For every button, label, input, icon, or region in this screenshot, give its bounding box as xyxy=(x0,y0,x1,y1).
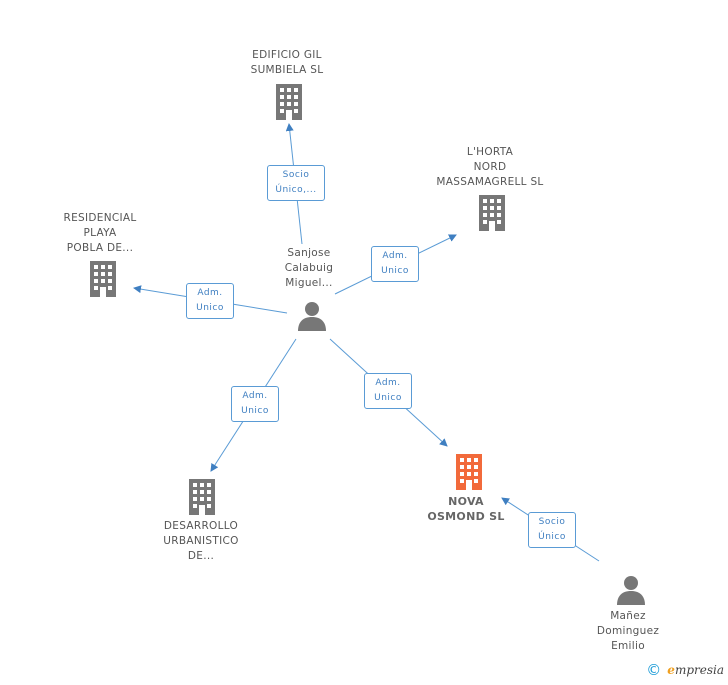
building-icon-highlighted[interactable] xyxy=(453,454,485,490)
node-nova-label[interactable]: NOVA OSMOND SL xyxy=(427,495,505,523)
edge-label-nova[interactable]: Adm. Unico xyxy=(364,373,412,409)
edge-label-edificio[interactable]: Socio Único,... xyxy=(267,165,325,201)
node-residencial-label[interactable]: RESIDENCIAL PLAYA POBLA DE... xyxy=(63,212,137,254)
building-icon[interactable] xyxy=(476,195,508,231)
edge-label-lhorta[interactable]: Adm. Unico xyxy=(371,246,419,282)
node-lhorta-label[interactable]: L'HORTA NORD MASSAMAGRELL SL xyxy=(436,146,544,188)
empresia-logo: empresia xyxy=(667,663,724,677)
node-edificio-label[interactable]: EDIFICIO GIL SUMBIELA SL xyxy=(250,49,324,76)
building-icon[interactable] xyxy=(186,479,218,515)
node-manez-label[interactable]: Mañez Dominguez Emilio xyxy=(596,610,660,652)
person-icon[interactable] xyxy=(615,574,647,606)
edge-label-residencial[interactable]: Adm. Unico xyxy=(186,283,234,319)
copyright-icon: © xyxy=(646,661,662,679)
person-icon[interactable] xyxy=(296,300,328,332)
building-icon[interactable] xyxy=(273,84,305,120)
footer-brand: © empresia xyxy=(646,661,724,679)
node-desarrollo-label[interactable]: DESARROLLO URBANISTICO DE... xyxy=(163,520,239,562)
edge-label-manez-nova[interactable]: Socio Único xyxy=(528,512,576,548)
building-icon[interactable] xyxy=(87,261,119,297)
edge-label-desarrollo[interactable]: Adm. Unico xyxy=(231,386,279,422)
node-sanjose-label[interactable]: Sanjose Calabuig Miguel... xyxy=(284,247,334,289)
